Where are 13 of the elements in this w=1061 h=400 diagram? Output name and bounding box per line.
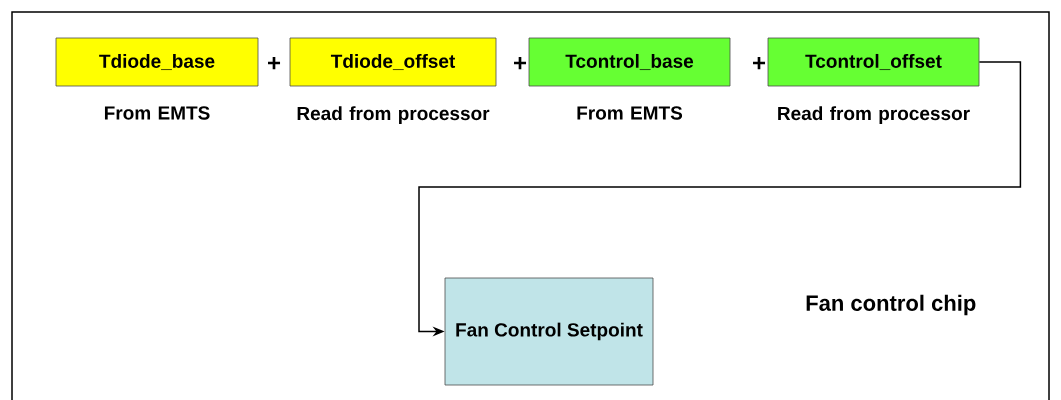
caption-text: Read from processor: [778, 106, 970, 124]
value-box: Tcontrol_base: [528, 37, 731, 87]
value-box: Tdiode_base: [55, 37, 259, 87]
plus-sign: +: [753, 56, 766, 70]
value-box: Tcontrol_offset: [767, 37, 980, 87]
caption-text: From EMTS: [577, 106, 683, 120]
caption-text: Read from processor: [297, 106, 490, 124]
plus-sign: +: [268, 56, 281, 70]
setpoint-box: Fan Control Setpoint: [444, 277, 654, 386]
heading-text: Fan control chip: [806, 294, 976, 316]
caption-text: From EMTS: [104, 106, 210, 120]
value-box: Tdiode_offset: [289, 37, 497, 87]
plus-sign: +: [514, 56, 527, 70]
